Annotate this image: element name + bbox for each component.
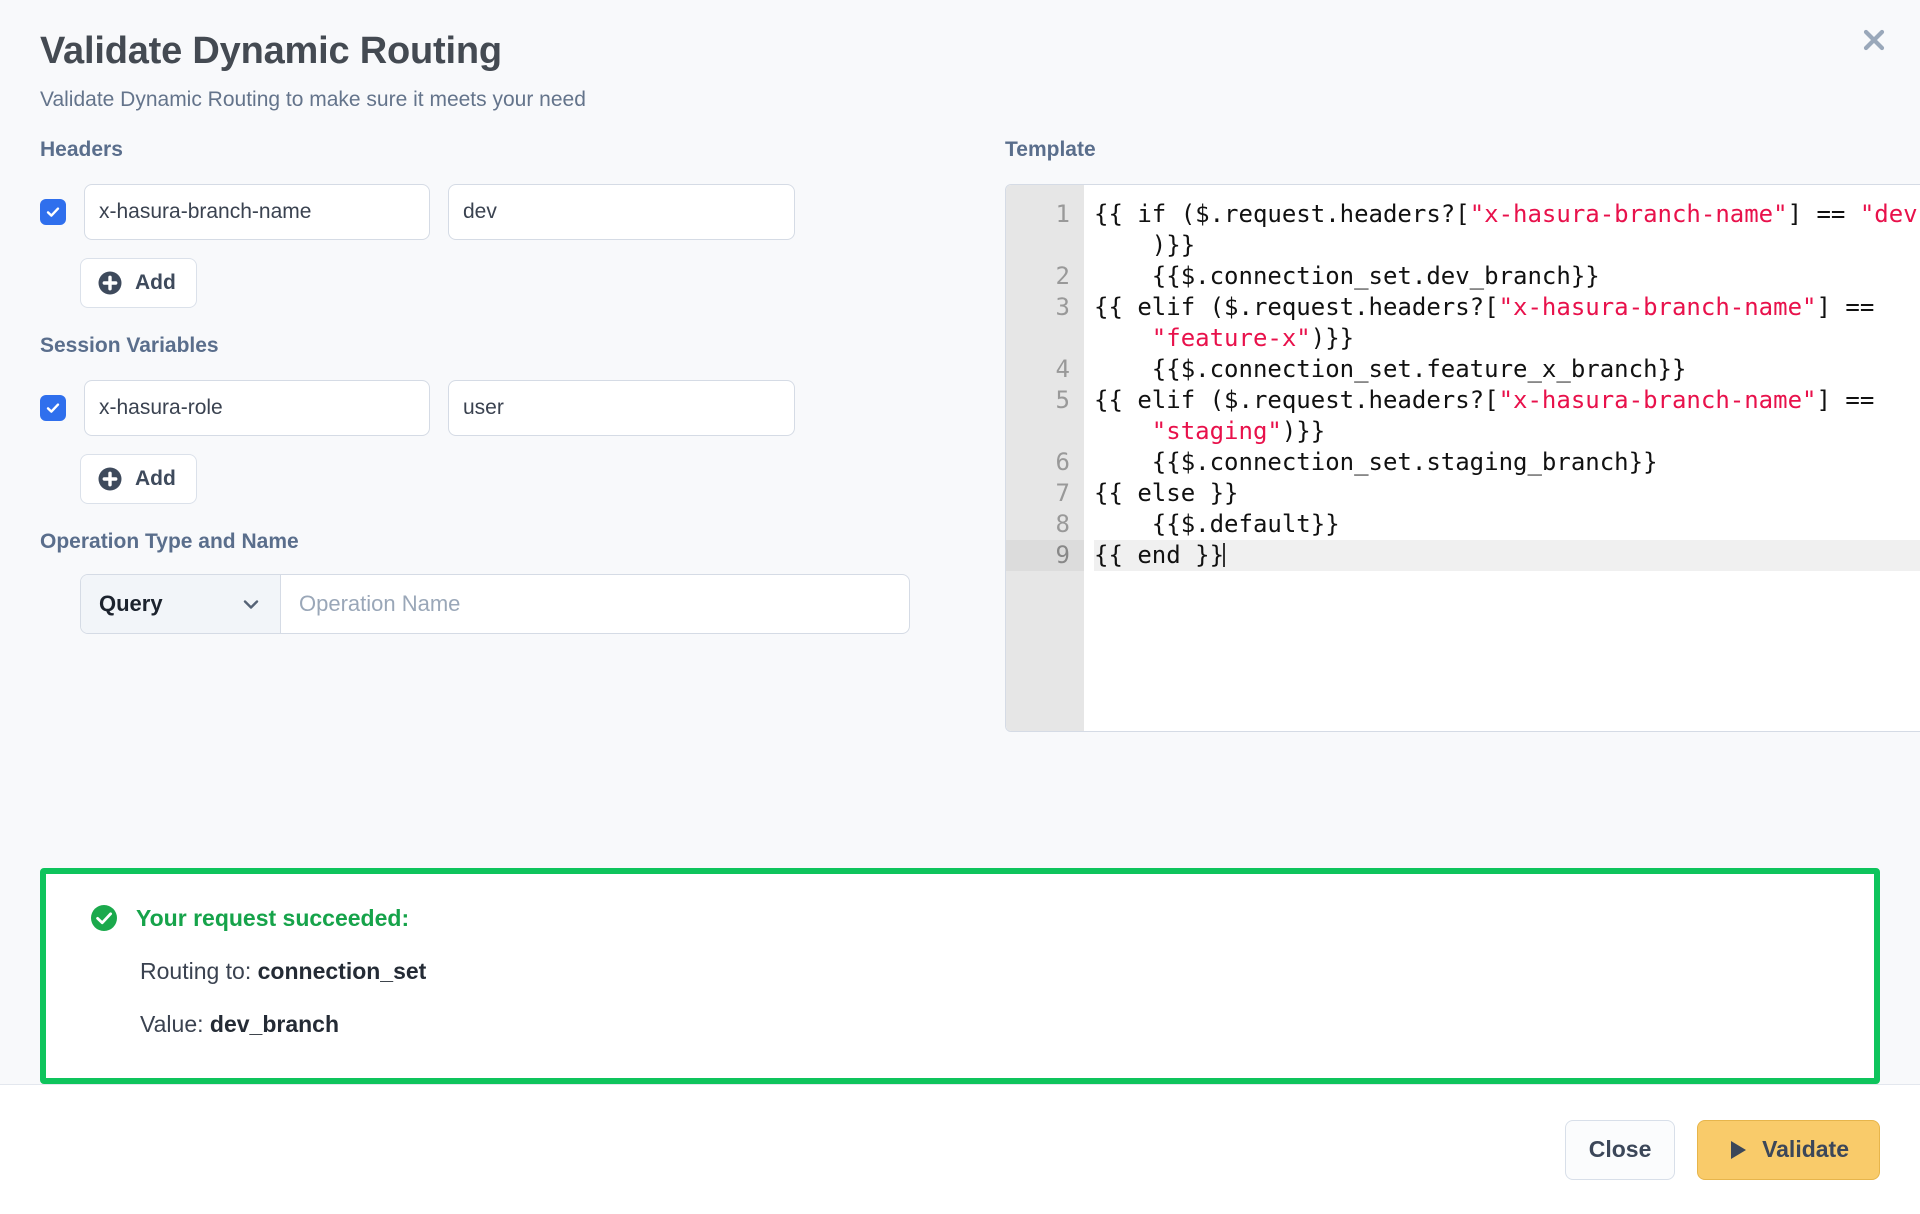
close-icon[interactable] — [1854, 20, 1894, 60]
headers-section-label: Headers — [40, 137, 123, 161]
editor-code-line: {{ if ($.request.headers?["x-hasura-bran… — [1094, 199, 1920, 228]
close-button[interactable]: Close — [1565, 1119, 1676, 1180]
result-routing-line: Routing to: connection_set — [140, 958, 1830, 985]
add-header-button[interactable]: Add — [80, 257, 197, 308]
editor-code-line: {{ else }} — [1094, 478, 1239, 507]
template-section-label: Template — [1005, 137, 1096, 161]
result-routing-value: connection_set — [257, 958, 427, 984]
editor-code-line: {{$.connection_set.feature_x_branch}} — [1094, 354, 1687, 383]
header-row-checkbox[interactable] — [40, 198, 66, 225]
editor-code-area[interactable]: {{ if ($.request.headers?["x-hasura-bran… — [1084, 185, 1920, 731]
editor-code-line: "staging")}} — [1151, 416, 1326, 445]
result-heading-row: Your request succeeded: — [90, 904, 1830, 932]
play-icon — [1731, 1140, 1747, 1159]
modal-body: Headers Add — [0, 112, 1920, 846]
header-row — [40, 183, 905, 240]
header-value-input[interactable] — [448, 183, 795, 240]
add-header-label: Add — [135, 271, 176, 295]
editor-code-line: {{ elif ($.request.headers?["x-hasura-br… — [1094, 292, 1875, 321]
operation-type-select[interactable]: Query — [81, 574, 281, 633]
editor-code-line: {{$.default}} — [1094, 509, 1340, 538]
result-value-value: dev_branch — [209, 1011, 340, 1037]
result-routing-label: Routing to: — [140, 958, 252, 984]
editor-line-number: 6 — [1055, 447, 1070, 476]
editor-line-number: 5 — [1055, 385, 1070, 414]
plus-circle-icon — [98, 467, 122, 491]
operation-row: Query — [80, 573, 910, 634]
validation-result-banner: Your request succeeded: Routing to: conn… — [40, 868, 1880, 1084]
operation-type-value: Query — [99, 590, 163, 616]
session-variable-key-input[interactable] — [84, 379, 430, 436]
chevron-down-icon — [243, 599, 259, 609]
page-subtitle: Validate Dynamic Routing to make sure it… — [40, 87, 586, 111]
result-value-label: Value: — [140, 1011, 204, 1037]
validate-button[interactable]: Validate — [1697, 1119, 1880, 1180]
editor-code-line: {{ end }} — [1094, 539, 1920, 571]
check-circle-icon — [91, 905, 117, 931]
editor-line-number: 9 — [1006, 539, 1084, 571]
editor-line-number: 8 — [1055, 509, 1070, 538]
editor-line-number: 3 — [1055, 292, 1070, 321]
editor-line-number — [1006, 230, 1084, 261]
operation-name-input[interactable] — [281, 574, 909, 633]
operation-section-label: Operation Type and Name — [40, 529, 299, 553]
form-column: Headers Add — [40, 137, 910, 634]
editor-line-number — [1006, 416, 1084, 447]
editor-line-number: 1 — [1055, 199, 1070, 228]
editor-code-line: {{ elif ($.request.headers?["x-hasura-br… — [1094, 385, 1875, 414]
session-variable-value-input[interactable] — [448, 379, 795, 436]
session-variable-row — [40, 379, 905, 436]
editor-line-number: 4 — [1055, 354, 1070, 383]
add-session-variable-button[interactable]: Add — [80, 453, 197, 504]
result-value-line: Value: dev_branch — [140, 1011, 1830, 1038]
editor-code-line: )}} — [1094, 230, 1196, 259]
editor-line-number: 7 — [1055, 478, 1070, 507]
editor-line-number: 2 — [1055, 261, 1070, 290]
session-variables-section-label: Session Variables — [40, 333, 219, 357]
result-heading: Your request succeeded: — [136, 904, 410, 931]
add-session-variable-label: Add — [135, 467, 176, 491]
plus-circle-icon — [98, 271, 122, 295]
header-key-input[interactable] — [84, 183, 430, 240]
editor-code-line: {{$.connection_set.staging_branch}} — [1094, 447, 1658, 476]
editor-caret — [1223, 542, 1226, 567]
validate-button-label: Validate — [1762, 1136, 1849, 1162]
session-variable-row-checkbox[interactable] — [40, 394, 66, 421]
modal-header: Validate Dynamic Routing Validate Dynami… — [0, 0, 1920, 112]
modal-footer: Close Validate — [0, 1084, 1920, 1214]
page-title: Validate Dynamic Routing — [40, 30, 502, 72]
editor-line-number — [1006, 323, 1084, 354]
editor-code-line: "feature-x")}} — [1151, 323, 1355, 352]
editor-code-line: {{$.connection_set.dev_branch}} — [1094, 261, 1600, 290]
